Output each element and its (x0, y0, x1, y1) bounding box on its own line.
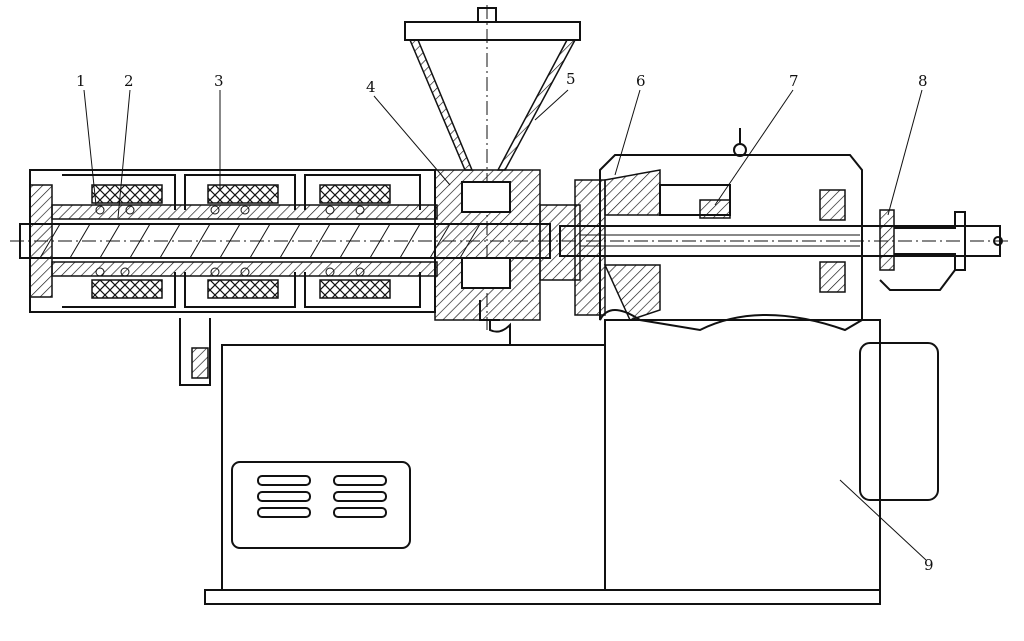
gearbox (539, 128, 1003, 332)
heater-2 (207, 184, 279, 204)
callout-3: 3 (214, 72, 224, 90)
base-cabinet (179, 318, 939, 605)
vent-grille (231, 461, 411, 549)
callout-8: 8 (918, 72, 928, 90)
callout-leaders (83, 89, 927, 561)
callout-1: 1 (76, 72, 86, 90)
callout-7: 7 (789, 72, 799, 90)
callout-9: 9 (924, 556, 934, 574)
callout-labels: 1 2 3 4 5 6 7 8 9 (76, 70, 934, 574)
heater-3 (319, 184, 391, 204)
callout-5: 5 (566, 70, 576, 88)
callout-2: 2 (124, 72, 134, 90)
callout-4: 4 (366, 78, 376, 96)
motor-housing (859, 342, 939, 501)
end-flange (879, 209, 895, 271)
hopper (404, 5, 581, 345)
callout-6: 6 (636, 72, 646, 90)
drain-valve (479, 300, 511, 345)
heater-1 (91, 184, 163, 204)
support-bracket (179, 318, 211, 386)
